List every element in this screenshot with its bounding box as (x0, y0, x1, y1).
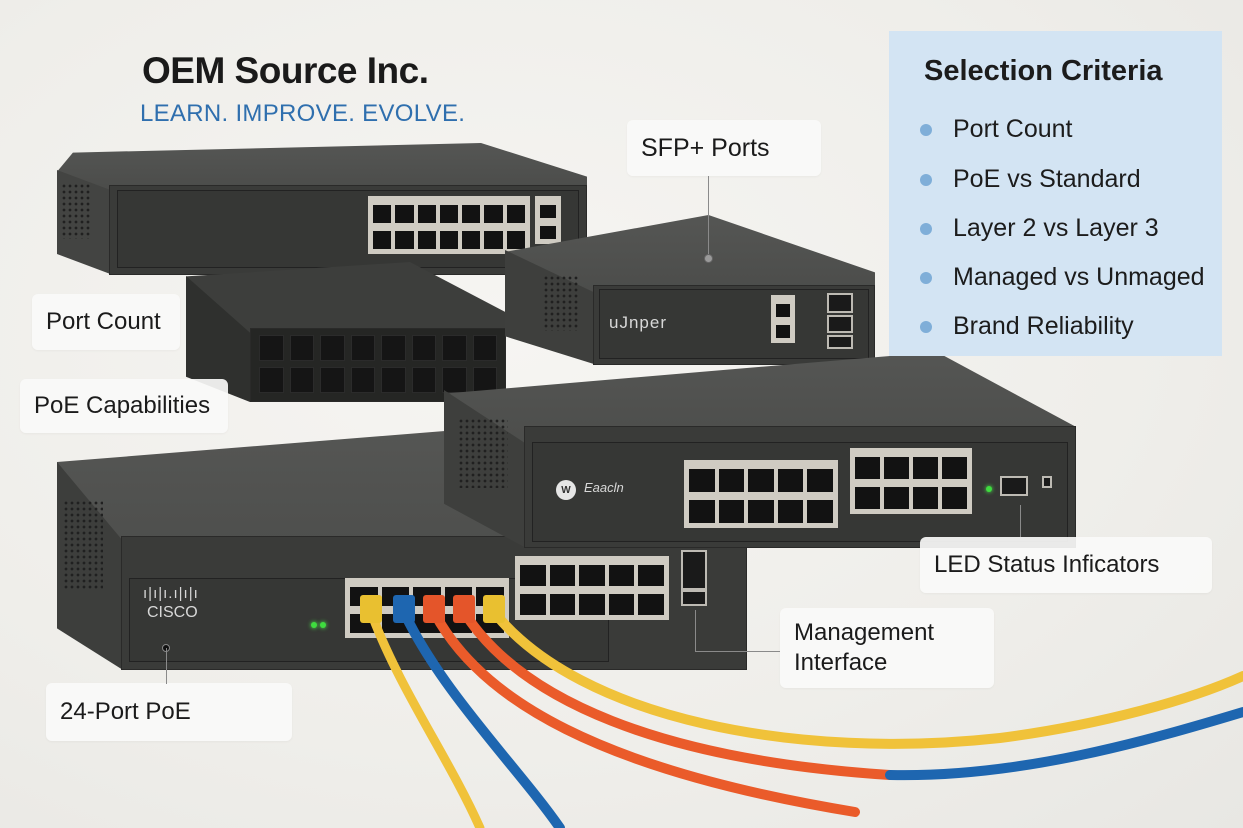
cable-yellow-1 (367, 610, 485, 828)
leader-line (1020, 505, 1021, 537)
rj45-port-block-left (684, 460, 838, 528)
callout-sfp-ports: SFP+ Ports (627, 120, 821, 176)
cable-yellow-2 (489, 607, 1243, 749)
bullet-icon (920, 271, 932, 284)
juniper-logo: uJnper (609, 313, 667, 332)
rj45-port-pair (771, 295, 795, 343)
led-indicator (311, 622, 317, 628)
criteria-item: Managed vs Unmaged (920, 263, 1205, 292)
cable-orange-1 (429, 607, 860, 817)
criteria-title: Selection Criteria (924, 55, 1163, 87)
switch-top-16port (57, 143, 587, 275)
management-sfp-port (681, 590, 707, 606)
console-port (1042, 476, 1052, 488)
switch-juniper: uJnper (505, 215, 875, 365)
led-indicator (320, 622, 326, 628)
brand-tagline: LEARN. IMPROVE. EVOLVE. (140, 100, 466, 127)
leader-line (695, 610, 696, 652)
poe-port-block-right (515, 556, 669, 620)
sfp-plus-port (827, 315, 853, 333)
callout-24-port-poe: 24-Port PoE (46, 683, 292, 741)
criteria-item: Port Count (920, 115, 1073, 144)
management-sfp-port (681, 550, 707, 590)
cable-plug-blue (393, 595, 415, 623)
cable-orange-2 (459, 607, 895, 780)
leader-line (695, 651, 780, 652)
leader-anchor (704, 254, 713, 263)
criteria-item: Brand Reliability (920, 312, 1134, 341)
criteria-item: Layer 2 vs Layer 3 (920, 214, 1159, 243)
uplink-port-block (535, 196, 561, 244)
cisco-logo: CISCO (147, 604, 198, 621)
sfp-plus-port (827, 293, 853, 313)
switch-cisco-24port-poe: ı|ı|ı.ı|ı|ı CISCO (57, 430, 747, 670)
callout-port-count: Port Count (32, 294, 180, 350)
bullet-icon (920, 123, 932, 136)
callout-management-interface: Management Interface (780, 608, 994, 688)
rj45-port-block-right (850, 448, 972, 514)
switch-unmanaged-16port (186, 262, 506, 402)
leader-line (166, 648, 167, 684)
third-switch-logo: Eaacln (584, 480, 624, 495)
rj45-port-block (368, 196, 530, 254)
criteria-item: PoE vs Standard (920, 165, 1141, 194)
callout-management-line1: Management (794, 619, 935, 646)
bullet-icon (920, 222, 932, 235)
cable-plug-yellow (483, 595, 505, 623)
leader-line (708, 176, 709, 256)
brand-title: OEM Source Inc. (142, 50, 429, 91)
callout-management-line2: Interface (794, 649, 888, 676)
callout-led-status: LED Status Inficators (920, 537, 1212, 593)
dark-port-block (256, 332, 500, 396)
cable-plug-orange (423, 595, 445, 623)
callout-poe-capabilities: PoE Capabilities (20, 379, 228, 433)
bullet-icon (920, 320, 932, 333)
bullet-icon (920, 173, 932, 186)
sfp-plus-port (827, 335, 853, 349)
cable-blue-2 (885, 707, 1243, 781)
led-status-indicator (986, 486, 992, 492)
cable-plug-orange (453, 595, 475, 623)
cisco-bars-icon: ı|ı|ı.ı|ı|ı (143, 585, 199, 602)
cable-blue-1 (399, 607, 565, 828)
sfp-port (1000, 476, 1028, 496)
selection-criteria-panel: Selection Criteria Port Count PoE vs Sta… (889, 31, 1222, 356)
cable-plug-yellow (360, 595, 382, 623)
brand-emblem-icon: W (556, 480, 576, 500)
switch-24port-managed: W Eaacln (444, 352, 1076, 548)
